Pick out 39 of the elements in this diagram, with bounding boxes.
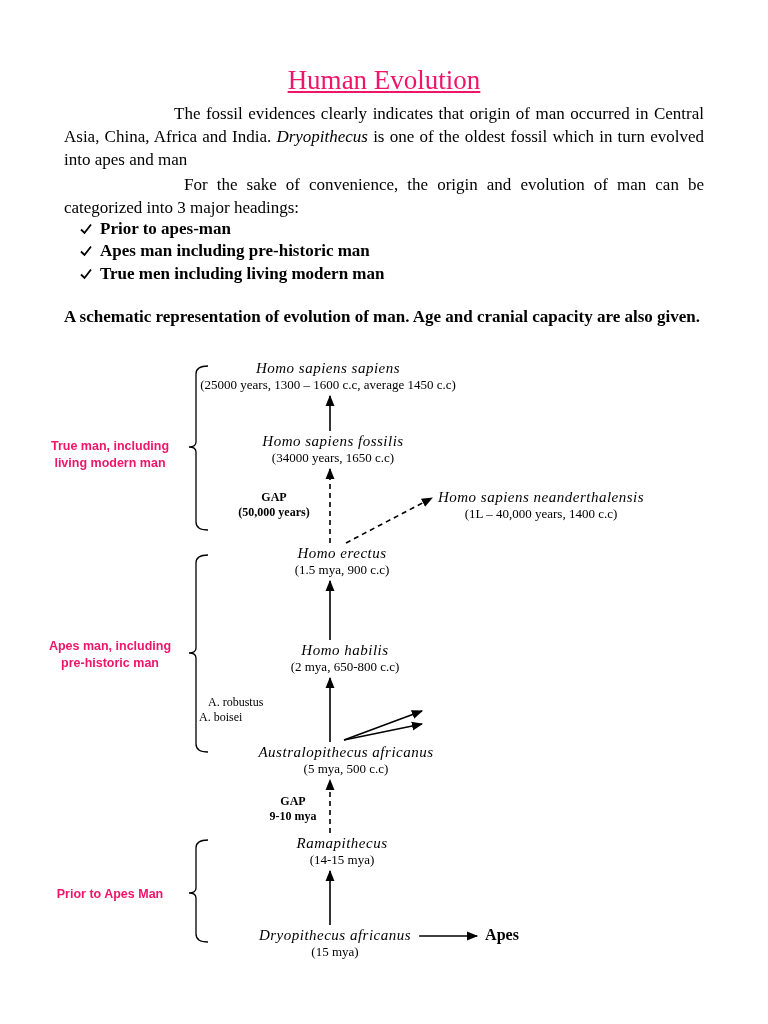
- age-note: (14-15 mya): [309, 852, 375, 868]
- arrow: [325, 467, 335, 544]
- age-note: (2 mya, 650-800 c.c): [290, 659, 400, 675]
- list-item: Apes man including pre-historic man: [100, 240, 370, 262]
- list-item: Prior to apes-man: [100, 218, 231, 240]
- species-name: Homo sapiens fossilis: [262, 432, 404, 450]
- group-label: Apes man, including pre-historic man: [47, 638, 173, 672]
- arrow: [343, 721, 424, 741]
- age-note: (15 mya): [311, 944, 359, 960]
- group-label: True man, including living modern man: [49, 438, 171, 472]
- age-note: (5 mya, 500 c.c): [303, 761, 389, 777]
- species-note: A. robustus: [208, 695, 264, 710]
- species-name: Ramapithecus: [296, 834, 388, 852]
- page-title: Human Evolution: [287, 64, 481, 97]
- paragraph: For the sake of convenience, the origin and evolution of man can be categorized into 3 major headings:: [64, 174, 704, 219]
- arrow: [325, 778, 335, 834]
- paragraph: The fossil evidences clearly indicates that origin of man occurred in Central Asia, China, Africa and India. Dryopithecus is one of the oldest fossil which in turn evolved into apes and man: [64, 103, 704, 171]
- group-label: Prior to Apes Man: [55, 886, 165, 903]
- species-name: Dryopithecus africanus: [258, 926, 412, 944]
- arrow: [345, 497, 433, 544]
- species-name: Australopithecus africanus: [258, 743, 434, 761]
- arrow: [325, 579, 335, 641]
- age-note: (25000 years, 1300 – 1600 c.c, average 1450 c.c): [200, 377, 456, 393]
- species-name: Homo habilis: [301, 641, 389, 659]
- species-name: Homo sapiens neanderthalensis: [437, 488, 645, 506]
- age-note: (34000 years, 1650 c.c): [271, 450, 395, 466]
- arrow: [343, 710, 424, 741]
- arrow: [325, 869, 335, 926]
- species-name: Homo sapiens sapiens: [255, 359, 401, 377]
- caption: A schematic representation of evolution of man. Age and cranial capacity are also given.: [64, 306, 702, 328]
- age-note: (1L – 40,000 years, 1400 c.c): [464, 506, 618, 522]
- species-name: Homo erectus: [297, 544, 387, 562]
- arrow: [325, 394, 335, 432]
- arrow: [418, 931, 479, 941]
- age-note: (1.5 mya, 900 c.c): [294, 562, 390, 578]
- species-note: A. boisei: [199, 710, 243, 725]
- list-item: True men including living modern man: [100, 263, 385, 285]
- arrow: [325, 676, 335, 743]
- group-label: Apes: [485, 926, 519, 944]
